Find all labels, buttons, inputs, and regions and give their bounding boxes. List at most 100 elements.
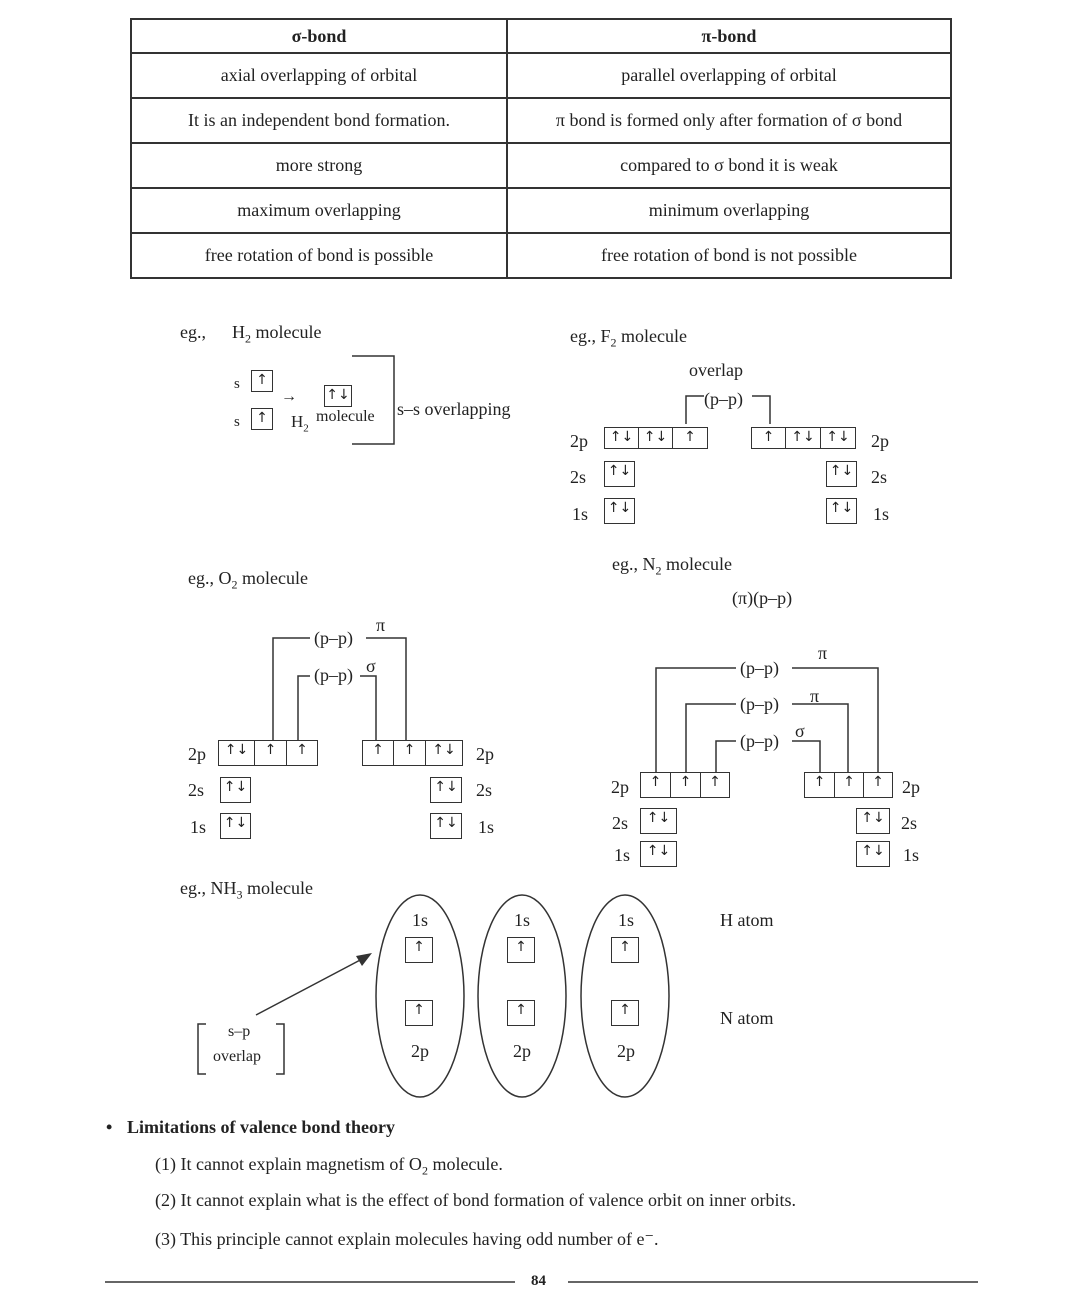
- page-number: 84: [531, 1273, 546, 1289]
- orbital-box: ↑↓: [430, 813, 462, 839]
- f2-left-2p: 2p: [570, 431, 588, 451]
- orbital-box: ↑: [251, 370, 273, 392]
- table-cell: maximum overlapping: [130, 187, 508, 234]
- n2-right-2p: 2p: [902, 777, 920, 797]
- h2-s-label-2: s: [234, 414, 240, 430]
- o2-right-2p: 2p: [476, 744, 494, 764]
- orbital-box: ↑: [254, 740, 287, 766]
- h2-s-label-1: s: [234, 376, 240, 392]
- h2-product-sub: 2: [303, 422, 309, 435]
- limitation-item-1: (1) It cannot explain magnetism of O2 mo…: [155, 1154, 503, 1179]
- n2-title: eg., N2 molecule: [612, 554, 732, 579]
- nh3-2p-label-2: 2p: [513, 1041, 531, 1061]
- orbital-box: ↑: [863, 772, 893, 798]
- orbital-box: ↑↓: [856, 808, 890, 834]
- table-cell: free rotation of bond is possible: [130, 232, 508, 279]
- o2-left-1s: 1s: [190, 817, 207, 837]
- nh3-n-atom-label: N atom: [720, 1008, 774, 1028]
- limitation-item-3: (3) This principle cannot explain molecu…: [155, 1229, 659, 1249]
- o2-pp-sigma-label: (p–p): [314, 665, 353, 685]
- orbital-box: ↑↓: [604, 427, 639, 449]
- orbital-box: ↑↓: [220, 777, 251, 803]
- o2-title: eg., O2 molecule: [188, 568, 308, 593]
- nh3-title: eg., NH3 molecule: [180, 878, 313, 903]
- orbital-box: ↑↓: [324, 385, 352, 407]
- orbital-box: ↑↓: [604, 498, 635, 524]
- header-sigma: σ-bond: [130, 18, 508, 54]
- n2-pi-symbol-2: π: [810, 686, 820, 706]
- sp-label: s–p: [228, 1023, 251, 1040]
- nh3-1s-label-1: 1s: [412, 910, 429, 930]
- n2-title-pre: eg., N: [612, 554, 656, 574]
- limitation-item-1-post: molecule.: [427, 1154, 503, 1174]
- n2-right-2s: 2s: [901, 813, 918, 833]
- s-s-overlapping-label: s–s overlapping: [397, 399, 511, 419]
- arrow-icon: →: [281, 388, 297, 405]
- h2-title-h: H: [232, 322, 245, 342]
- table-header-row: σ-bond π-bond: [130, 18, 952, 54]
- o2-pi-symbol: π: [376, 615, 386, 635]
- o2-left-2s: 2s: [188, 780, 205, 800]
- orbital-box: ↑: [251, 408, 273, 430]
- nh3-2p-label-1: 2p: [411, 1041, 429, 1061]
- orbital-box: ↑↓: [430, 777, 462, 803]
- orbital-box: ↑↓: [640, 841, 677, 867]
- n2-title-sub: 2: [655, 563, 662, 578]
- h2-title: H2 molecule: [232, 322, 321, 347]
- table-cell: minimum overlapping: [506, 187, 952, 234]
- n2-pp-2: (p–p): [740, 694, 779, 714]
- orbital-box: ↑: [700, 772, 730, 798]
- o2-title-post: molecule: [237, 568, 308, 588]
- orbital-box: ↑: [362, 740, 394, 766]
- h2-title-word: molecule: [251, 322, 322, 342]
- f2-pp-label: (p–p): [704, 389, 743, 409]
- table-cell: parallel overlapping of orbital: [506, 52, 952, 99]
- n2-left-2p: 2p: [611, 777, 629, 797]
- n2-pp-3: (p–p): [740, 731, 779, 751]
- nh3-1s-label-3: 1s: [618, 910, 635, 930]
- limitation-item-1-sub: 2: [421, 1163, 428, 1178]
- orbital-box: ↑↓: [640, 808, 677, 834]
- table-row: maximum overlapping minimum overlapping: [130, 187, 952, 234]
- sp-overlap-label: overlap: [213, 1048, 261, 1065]
- table-cell: axial overlapping of orbital: [130, 52, 508, 99]
- orbital-box: ↑: [672, 427, 708, 449]
- table-row: free rotation of bond is possible free r…: [130, 232, 952, 279]
- table-cell: more strong: [130, 142, 508, 189]
- nh3-title-pre: eg., NH: [180, 878, 237, 898]
- orbital-box: ↑: [640, 772, 671, 798]
- nh3-h-atom-label: H atom: [720, 910, 774, 930]
- f2-right-2s: 2s: [871, 467, 888, 487]
- n2-title-post: molecule: [661, 554, 732, 574]
- n2-pp-1: (p–p): [740, 658, 779, 678]
- orbital-box: ↑: [804, 772, 835, 798]
- o2-pp-pi-label: (p–p): [314, 628, 353, 648]
- orbital-box: ↑↓: [820, 427, 856, 449]
- comparison-table: σ-bond π-bond axial overlapping of orbit…: [130, 18, 952, 279]
- f2-title-pre: eg., F: [570, 326, 611, 346]
- f2-overlap-label: overlap: [689, 360, 743, 380]
- h2-title-sub: 2: [245, 331, 251, 346]
- orbital-box: ↑↓: [425, 740, 463, 766]
- orbital-box: ↑: [405, 937, 433, 963]
- table-row: axial overlapping of orbital parallel ov…: [130, 52, 952, 99]
- orbital-box: ↑: [611, 937, 639, 963]
- h2-eg-label: eg.,: [180, 322, 206, 342]
- nh3-2p-label-3: 2p: [617, 1041, 635, 1061]
- limitation-item-2: (2) It cannot explain what is the effect…: [155, 1190, 796, 1210]
- orbital-box: ↑↓: [218, 740, 255, 766]
- table-row: It is an independent bond formation. π b…: [130, 97, 952, 144]
- orbital-box: ↑: [507, 937, 535, 963]
- o2-left-2p: 2p: [188, 744, 206, 764]
- orbital-box: ↑↓: [826, 461, 857, 487]
- f2-right-2p: 2p: [871, 431, 889, 451]
- o2-right-2s: 2s: [476, 780, 493, 800]
- orbital-box: ↑↓: [856, 841, 890, 867]
- limitations-heading: Limitations of valence bond theory: [127, 1117, 395, 1137]
- orbital-box: ↑: [405, 1000, 433, 1026]
- n2-pi-symbol-1: π: [818, 643, 828, 663]
- header-pi: π-bond: [506, 18, 952, 54]
- orbital-box: ↑: [834, 772, 864, 798]
- orbital-box: ↑: [286, 740, 318, 766]
